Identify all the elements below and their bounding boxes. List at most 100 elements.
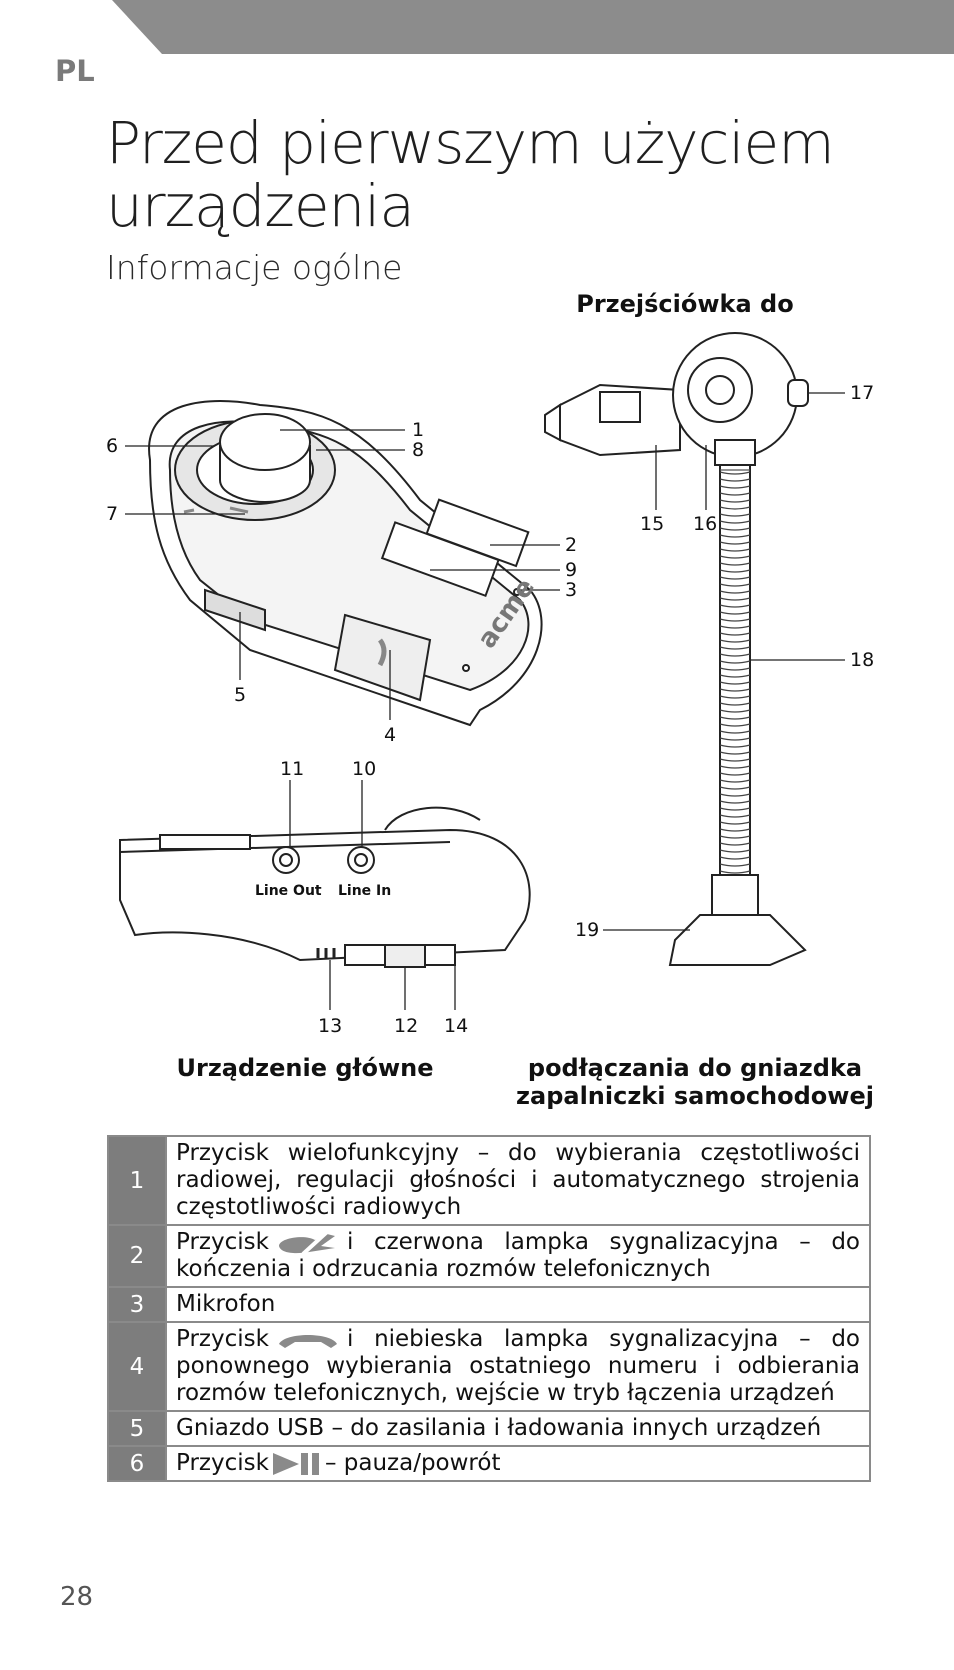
page-number: 28 (60, 1582, 94, 1612)
gooseneck-coil (719, 807, 751, 811)
gooseneck-coil (719, 499, 751, 503)
row-description: Mikrofon (165, 1286, 871, 1323)
title-line-2: urządzenia (106, 172, 415, 240)
parts-legend-table: 1 Przycisk wielofunkcyjny – do wybierani… (107, 1135, 871, 1482)
callout-10: 10 (352, 758, 376, 780)
main-device-top-view (148, 400, 543, 727)
gooseneck-coil (719, 548, 751, 552)
gooseneck-coil (719, 695, 751, 699)
table-row: 6 Przycisk – pauza/powrót (107, 1445, 871, 1482)
gooseneck-coil (719, 569, 751, 573)
main-device-side-view (119, 806, 531, 968)
gooseneck-coil (719, 821, 751, 825)
row-text-before: Przycisk (176, 1229, 269, 1255)
callout-16: 16 (693, 513, 717, 535)
gooseneck-coil (719, 506, 751, 510)
callout-18: 18 (850, 649, 874, 671)
callout-6: 6 (106, 435, 118, 457)
callout-9: 9 (565, 559, 577, 581)
page-title: Przed pierwszym użyciem urządzenia (106, 112, 906, 238)
gooseneck-coil (719, 674, 751, 678)
callout-19: 19 (575, 919, 599, 941)
callout-5: 5 (234, 684, 246, 706)
main-device-caption: Urządzenie główne (176, 1054, 434, 1082)
call-icon (278, 1334, 337, 1348)
adapter-caption-line-1: podłączania do gniazdka (527, 1054, 863, 1082)
adapter-caption-bottom: podłączania do gniazdka zapalniczki samo… (505, 1054, 885, 1110)
device-diagram: 1 8 6 7 2 9 3 4 5 11 10 13 12 14 15 16 1… (106, 332, 874, 1037)
gooseneck-coil (719, 639, 751, 643)
callout-7: 7 (106, 503, 118, 525)
row-text-after: – pauza/powrót (324, 1450, 501, 1476)
gooseneck-coil (719, 555, 751, 559)
gooseneck-coil (719, 492, 751, 496)
row-number: 4 (107, 1321, 167, 1412)
gooseneck-coil (719, 478, 751, 482)
callout-12: 12 (394, 1015, 418, 1037)
gooseneck-coil (719, 681, 751, 685)
row-number: 1 (107, 1135, 167, 1226)
row-number: 2 (107, 1224, 167, 1288)
gooseneck-coil (719, 758, 751, 762)
line-out-label: Line Out (255, 883, 322, 899)
gooseneck-coil (719, 730, 751, 734)
adapter-caption-line-2: zapalniczki samochodowej (516, 1082, 874, 1110)
gooseneck-coil (719, 604, 751, 608)
row-text-after: i czerwona lampka sygnalizacyjna – do ko… (176, 1229, 860, 1282)
row-number: 6 (107, 1445, 167, 1482)
gooseneck-coil (719, 870, 751, 874)
gooseneck-coil (719, 576, 751, 580)
row-description: Gniazdo USB – do zasilania i ładowania i… (165, 1410, 871, 1447)
callout-2: 2 (565, 534, 577, 556)
gooseneck-coil (719, 485, 751, 489)
callout-8: 8 (412, 439, 424, 461)
language-tag: PL (55, 54, 95, 88)
gooseneck-coil (719, 590, 751, 594)
row-number: 5 (107, 1410, 167, 1447)
callout-15: 15 (640, 513, 664, 535)
callout-11: 11 (280, 758, 304, 780)
row-number: 3 (107, 1286, 167, 1323)
gooseneck-coil (719, 716, 751, 720)
gooseneck-coil (719, 737, 751, 741)
callout-1: 1 (412, 419, 424, 441)
gooseneck-coil (719, 849, 751, 853)
gooseneck-coil (719, 611, 751, 615)
row-text-before: Przycisk (176, 1326, 269, 1352)
gooseneck-coil (719, 744, 751, 748)
gooseneck-coil (719, 751, 751, 755)
gooseneck-coil (719, 660, 751, 664)
gooseneck-coil (719, 863, 751, 867)
line-in-label: Line In (338, 883, 391, 899)
gooseneck-coil (719, 702, 751, 706)
gooseneck-coil (719, 625, 751, 629)
gooseneck-coil (719, 562, 751, 566)
row-description: Przycisk wielofunkcyjny – do wybierania … (165, 1135, 871, 1226)
table-row: 1 Przycisk wielofunkcyjny – do wybierani… (107, 1135, 871, 1226)
gooseneck-coil (719, 583, 751, 587)
gooseneck-coil (719, 471, 751, 475)
callout-4: 4 (384, 724, 396, 746)
gooseneck-coil (719, 541, 751, 545)
adapter-caption-top: Przejściówka do (576, 290, 794, 318)
gooseneck-coil (719, 667, 751, 671)
gooseneck-coil (719, 814, 751, 818)
gooseneck-coil (719, 800, 751, 804)
gooseneck-coil (719, 653, 751, 657)
gooseneck-coil (719, 597, 751, 601)
gooseneck-coil (719, 723, 751, 727)
gooseneck-coil (719, 786, 751, 790)
row-description: Przycisk – pauza/powrót (165, 1445, 871, 1482)
gooseneck-coil (719, 632, 751, 636)
table-row: 3 Mikrofon (107, 1286, 871, 1323)
gooseneck-coil (719, 793, 751, 797)
play-pause-icon (272, 1452, 319, 1475)
gooseneck-coil (719, 828, 751, 832)
gooseneck-coil (719, 527, 751, 531)
section-subtitle: Informacje ogólne (106, 248, 403, 287)
row-text-before: Przycisk (176, 1450, 269, 1476)
